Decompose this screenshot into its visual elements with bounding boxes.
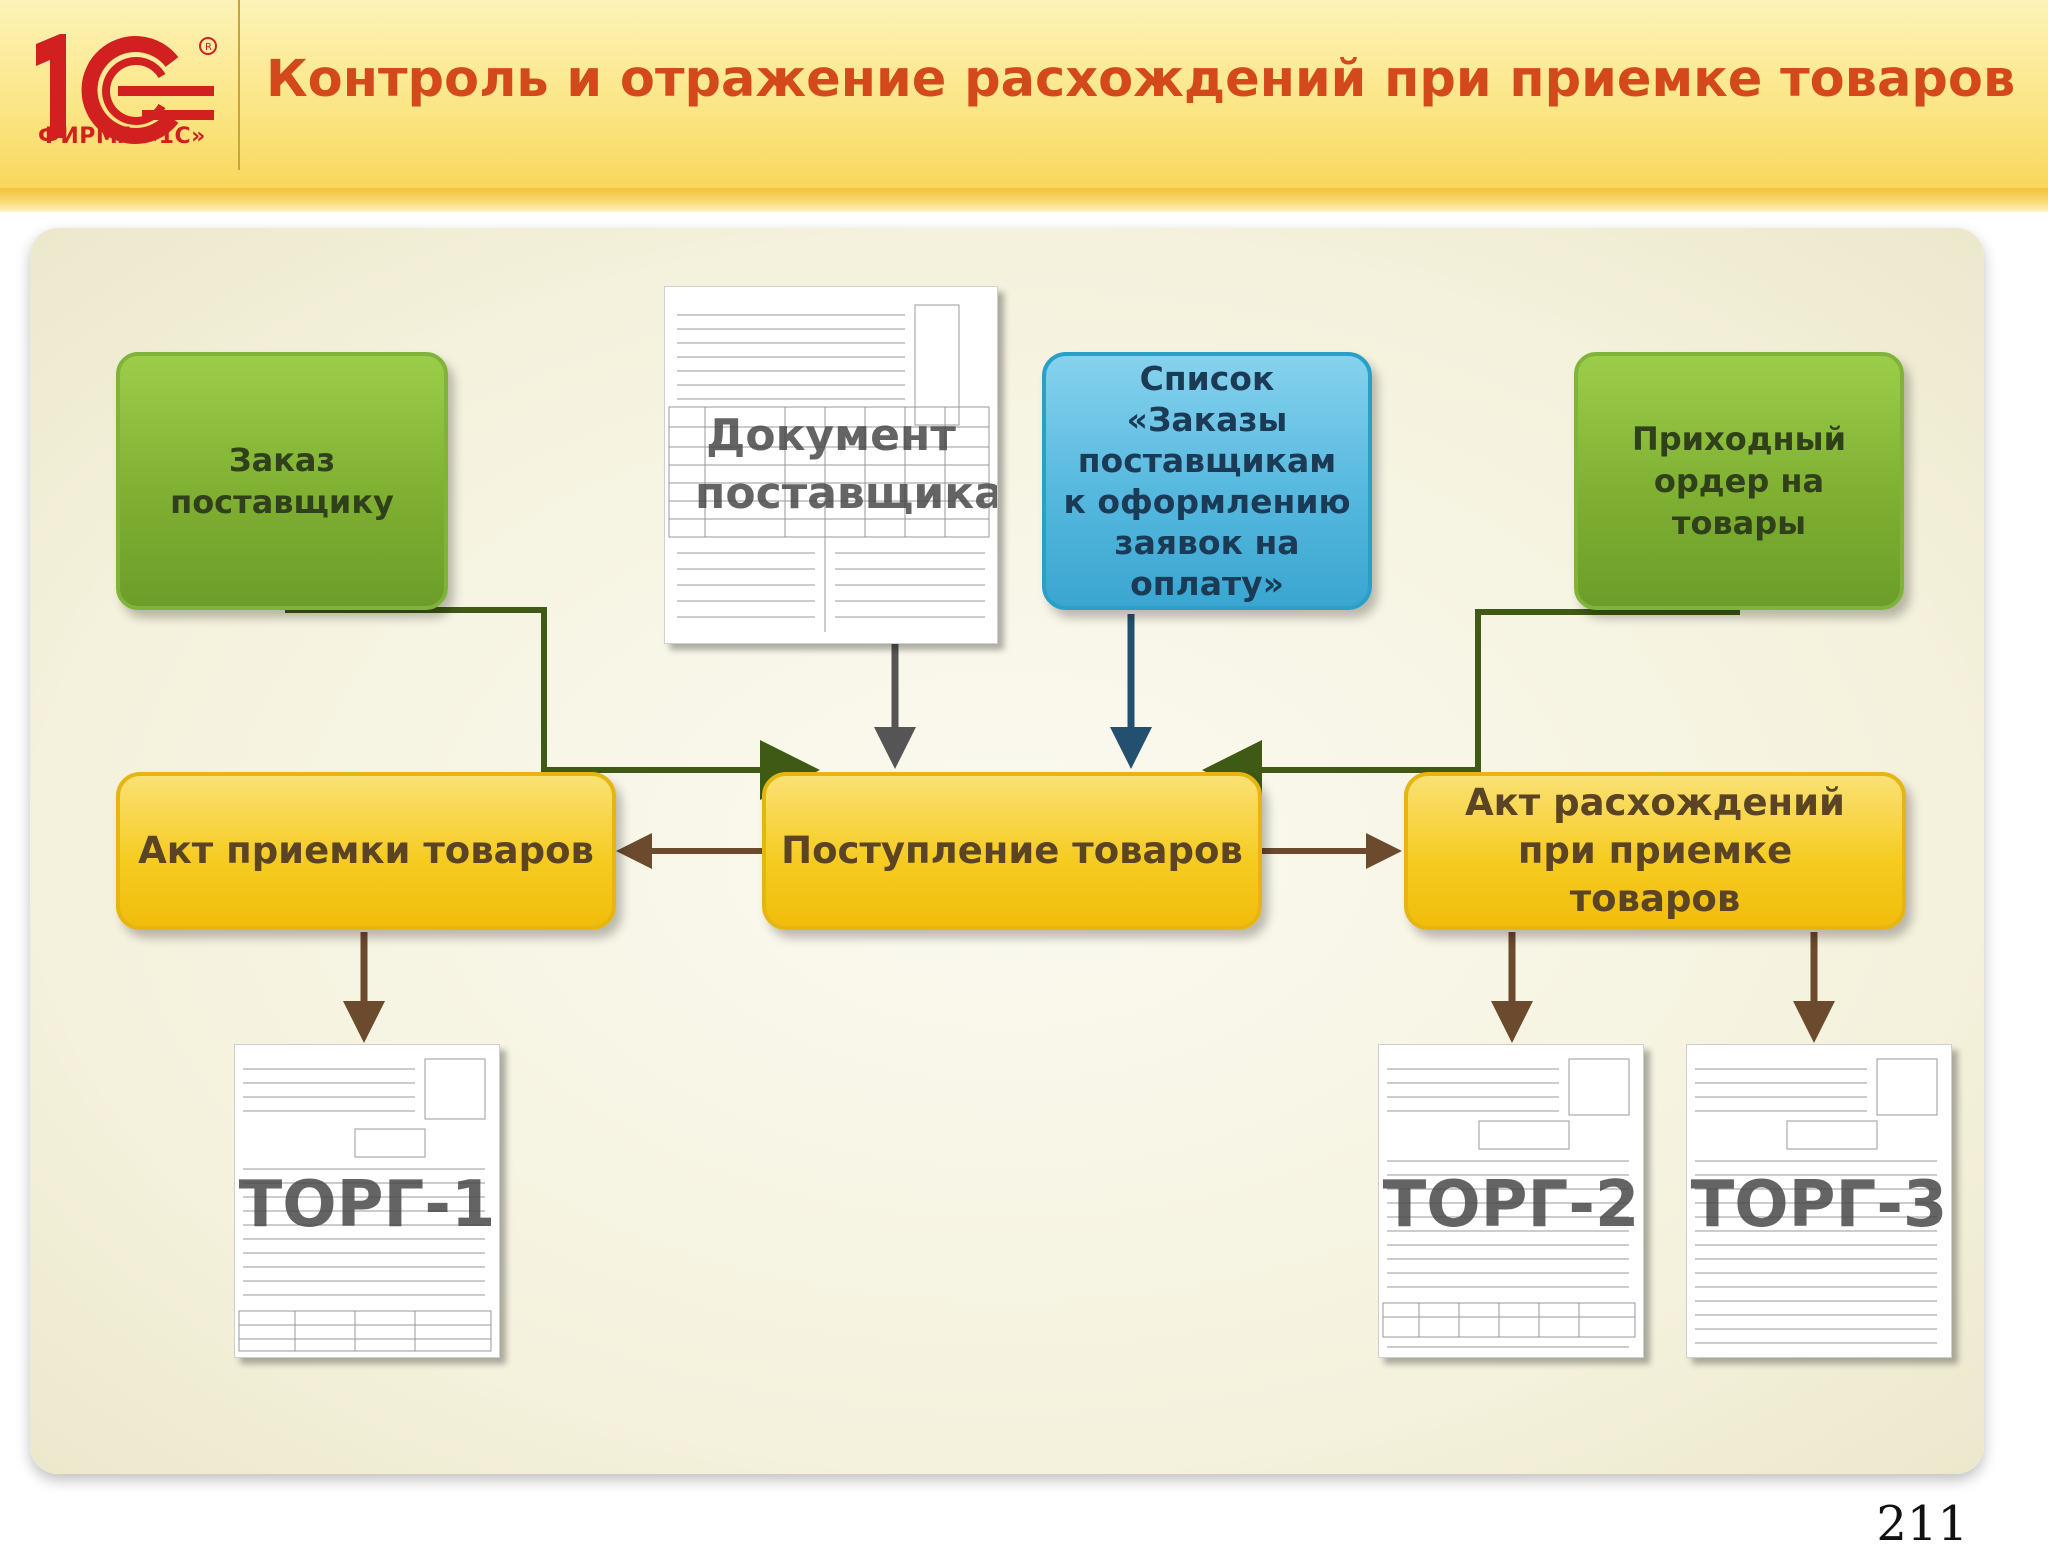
company-name: ФИРМА «1С»: [38, 124, 206, 149]
node-order-label: Заказ поставщику: [170, 441, 394, 521]
document-form-icon: [668, 304, 990, 632]
torg3-label: ТОРГ-3: [1690, 1168, 1948, 1242]
header-divider: [238, 0, 240, 170]
torg1-label: ТОРГ-1: [238, 1168, 496, 1242]
1c-logo-icon: R: [36, 34, 217, 144]
edge-receiptorder-to-receipt: [1202, 609, 1740, 800]
node-goods-receipt: Поступление товаров: [762, 772, 1262, 930]
node-receipt-order-label: Приходный ордер на товары: [1631, 420, 1847, 542]
torg2-label: ТОРГ-2: [1382, 1168, 1640, 1242]
document-form-icon: [1382, 1058, 1636, 1348]
node-orders-list-label: Список «Заказы поставщикам к оформлению …: [1063, 359, 1351, 603]
torg3-thumbnail: ТОРГ-3: [1686, 1044, 1952, 1358]
document-form-icon: [1695, 1058, 1938, 1344]
node-acceptance-act-label: Акт приемки товаров: [138, 829, 594, 872]
node-discrepancy-act-label: Акт расхождений при приемке товаров: [1465, 781, 1845, 920]
supplier-document-thumbnail: Документ поставщика: [664, 286, 998, 644]
page-title: Контроль и отражение расхождений при при…: [266, 50, 2016, 109]
torg1-thumbnail: ТОРГ-1: [234, 1044, 500, 1358]
node-order-to-supplier: Заказ поставщику: [116, 352, 448, 610]
node-orders-list: Список «Заказы поставщикам к оформлению …: [1042, 352, 1372, 610]
torg2-thumbnail: ТОРГ-2: [1378, 1044, 1644, 1358]
node-acceptance-act: Акт приемки товаров: [116, 772, 616, 930]
header-band: [0, 188, 2048, 212]
svg-text:R: R: [205, 42, 212, 53]
document-form-icon: [238, 1058, 492, 1352]
node-discrepancy-act: Акт расхождений при приемке товаров: [1404, 772, 1906, 930]
page-number: 211: [1876, 1496, 1968, 1552]
slide-header: R ФИРМА «1С» Контроль и отражение расхож…: [0, 0, 2048, 212]
node-receipt-order: Приходный ордер на товары: [1574, 352, 1904, 610]
node-goods-receipt-label: Поступление товаров: [781, 829, 1243, 872]
edge-order-to-receipt: [285, 607, 820, 800]
supplier-document-label: Документ поставщика: [695, 410, 998, 519]
